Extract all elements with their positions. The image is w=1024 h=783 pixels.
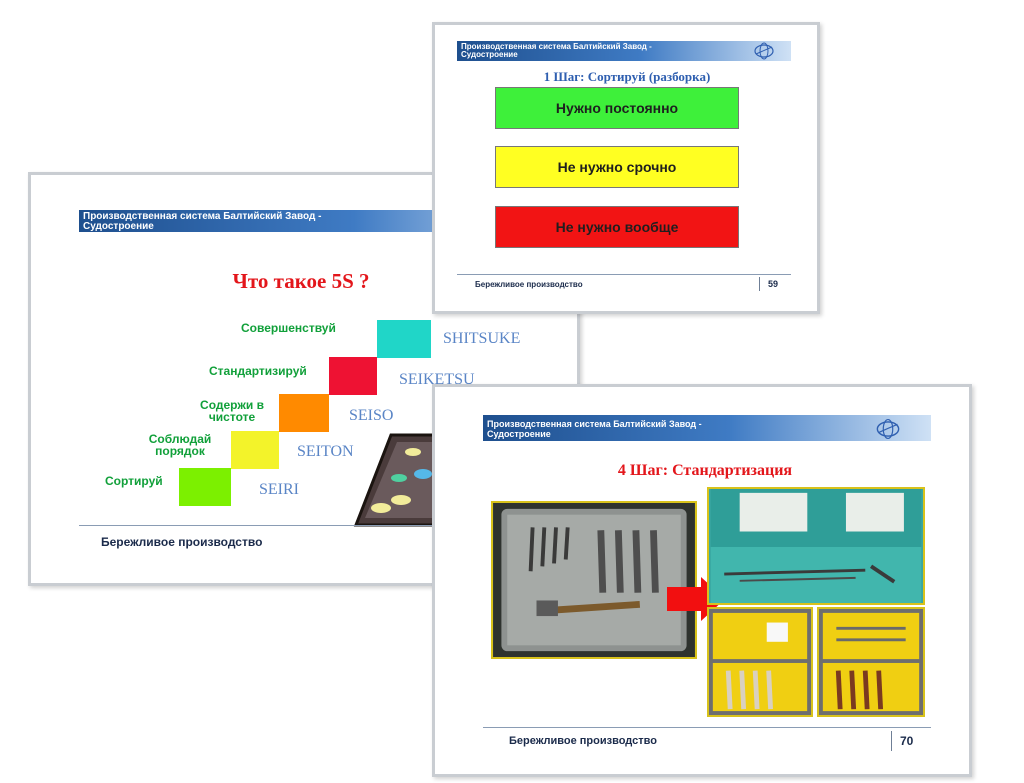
slide-title: 4 Шаг: Стандартизация <box>617 462 793 479</box>
step-jp-shitsuke: SHITSUKE <box>443 330 521 347</box>
slide-header: Производственная система Балтийский Заво… <box>483 415 931 441</box>
tool-tray-image <box>493 503 695 657</box>
slide-59: Производственная система Балтийский Заво… <box>432 22 820 314</box>
step-label-improve: Совершенствуй <box>241 321 336 335</box>
step-jp-seiketsu: SEIKETSU <box>399 371 475 388</box>
slide-title: Что такое 5S ? <box>232 269 370 293</box>
step-label-clean: Содержи в чистоте <box>200 398 264 424</box>
step-block-seiso <box>279 394 329 432</box>
slide-footer: Бережливое производство <box>101 535 263 549</box>
step-block-seiri <box>179 468 231 506</box>
step-jp-seiso: SEISO <box>349 407 394 424</box>
slide-footer: Бережливое производство <box>509 735 657 747</box>
header-line-1: Производственная система Балтийский Заво… <box>83 211 322 222</box>
footer-divider <box>457 274 791 275</box>
drawer-image <box>712 612 808 712</box>
header-line-1: Производственная система Балтийский Заво… <box>487 419 702 429</box>
footer-divider <box>483 727 931 728</box>
slide-footer: Бережливое производство <box>475 280 583 289</box>
header-line-2: Судостроение <box>487 429 551 439</box>
header-line-1: Производственная система Балтийский Заво… <box>461 42 652 51</box>
step-block-seiketsu <box>329 357 377 395</box>
step-block-shitsuke <box>377 320 431 358</box>
photo-drawer-right <box>817 607 925 717</box>
photo-cabinet-after <box>707 487 925 605</box>
company-logo-icon <box>876 418 900 440</box>
page-number: 70 <box>891 731 913 751</box>
category-needed-always: Нужно постоянно <box>495 87 739 129</box>
slide-70: Производственная система Балтийский Заво… <box>432 384 972 777</box>
header-line-2: Судостроение <box>83 221 154 232</box>
cabinet-image <box>710 489 922 603</box>
slide-header: Производственная система Балтийский Заво… <box>457 41 791 61</box>
company-logo-icon <box>754 42 774 60</box>
photo-tools-before <box>491 501 697 659</box>
step-label-order: Соблюдай порядок <box>148 432 212 458</box>
step-jp-seiri: SEIRI <box>259 481 299 498</box>
footer-divider <box>79 525 577 526</box>
step-block-seiton <box>231 431 279 469</box>
page-number: 59 <box>759 277 778 291</box>
drawer-image <box>822 612 920 712</box>
step-label-sort: Сортируй <box>105 474 163 488</box>
step-label-standardize: Стандартизируй <box>209 364 307 378</box>
category-not-needed: Не нужно вообще <box>495 206 739 248</box>
photo-drawer-left <box>707 607 813 717</box>
header-line-2: Судостроение <box>461 50 518 59</box>
step-jp-seiton: SEITON <box>297 443 354 460</box>
slide-title: 1 Шаг: Сортируй (разборка) <box>543 69 711 84</box>
category-not-urgent: Не нужно срочно <box>495 146 739 188</box>
